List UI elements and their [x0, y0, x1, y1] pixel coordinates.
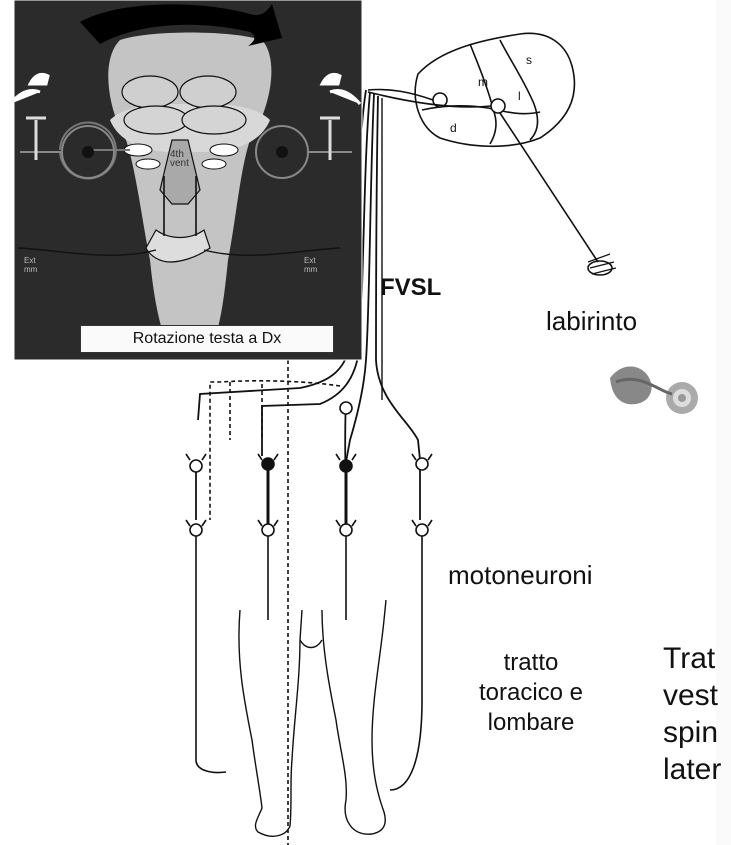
- tratto-lateral-label: Trat vest spin later: [663, 640, 721, 788]
- ext-mm-right-label: Ext mm: [304, 256, 317, 274]
- ventricle-label: 4th vent: [170, 150, 189, 168]
- cochlea-image: [610, 367, 698, 415]
- labyrinth-part-s: s: [526, 53, 532, 67]
- ext-mm-left-label: Ext mm: [24, 256, 37, 274]
- labyrinth-part-m: m: [478, 75, 488, 89]
- fvsl-label: FVSL: [380, 274, 441, 302]
- brainstem-inset: [10, 0, 362, 360]
- dashed-fibers: [210, 360, 340, 845]
- motoneuron-cells: [190, 402, 428, 536]
- tratto-label: tratto toracico e lombare: [446, 648, 616, 738]
- labyrinth-schematic: [368, 33, 616, 275]
- labyrinth-part-d: d: [450, 121, 457, 135]
- motoneuroni-label: motoneuroni: [448, 560, 593, 591]
- legs-outline: [239, 600, 386, 836]
- inset-caption: Rotazione testa a Dx: [80, 325, 334, 353]
- motoneuron-axons: [186, 454, 432, 790]
- labirinto-label: labirinto: [546, 306, 637, 337]
- labyrinth-part-l: l: [518, 89, 521, 103]
